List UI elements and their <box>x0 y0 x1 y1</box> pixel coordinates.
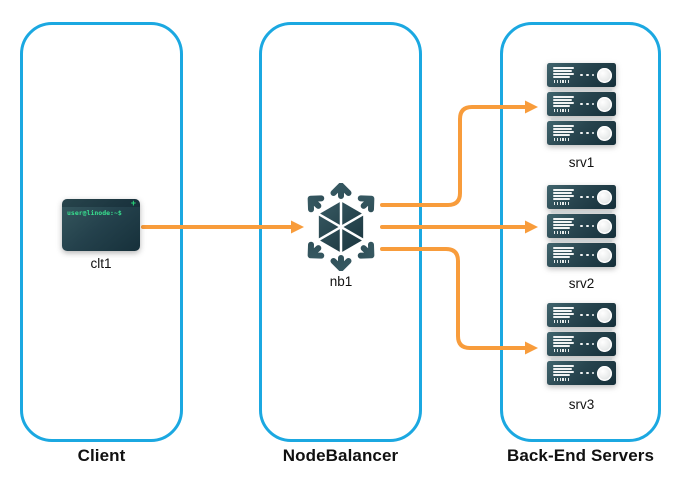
server-ticks <box>554 108 570 112</box>
server-unit <box>547 121 616 145</box>
server-leds <box>580 371 595 375</box>
server-leds <box>580 195 595 199</box>
rack-rail <box>551 239 612 242</box>
node-label-nb1: nb1 <box>329 274 353 289</box>
server-unit <box>547 303 616 327</box>
node-label-srv1: srv1 <box>568 155 595 170</box>
server-ticks <box>554 348 570 352</box>
server-vents <box>553 125 574 137</box>
server-leds <box>580 313 595 317</box>
server-unit <box>547 92 616 116</box>
server-drive-bay <box>597 125 612 141</box>
nodebalancer-icon <box>307 183 375 271</box>
server-unit <box>547 214 616 238</box>
terminal-icon: user@linode:~$ + <box>62 198 140 251</box>
group-box-nodebalancer <box>259 22 422 442</box>
node-label-clt1: clt1 <box>90 256 112 271</box>
server-vents <box>553 336 574 348</box>
group-title-client: Client <box>77 446 126 465</box>
arrowhead-nb1-srv2 <box>525 220 538 234</box>
server-ticks <box>554 230 570 234</box>
server-drive-bay <box>597 247 612 263</box>
server-unit <box>547 185 616 209</box>
server-leds <box>580 253 595 257</box>
edge-nb1-srv1 <box>380 105 528 207</box>
rack-rail <box>551 117 612 120</box>
rack-rail <box>551 357 612 360</box>
server-ticks <box>554 137 570 141</box>
server-unit <box>547 361 616 385</box>
server-vents <box>553 189 574 201</box>
terminal-prompt-text: user@linode:~$ <box>67 209 122 217</box>
server-ticks <box>554 259 570 263</box>
server-unit <box>547 243 616 267</box>
server-vents <box>553 218 574 230</box>
server-leds <box>580 102 595 106</box>
server-leds <box>580 73 595 77</box>
arrowhead-nb1-srv1 <box>525 100 538 114</box>
server-drive-bay <box>597 218 612 234</box>
server-drive-bay <box>597 189 612 205</box>
server-vents <box>553 365 574 377</box>
arrowhead-clt1-nb1 <box>291 220 304 234</box>
server-drive-bay <box>597 67 612 83</box>
server-unit <box>547 332 616 356</box>
group-box-backend-servers <box>500 22 661 442</box>
group-box-client <box>20 22 183 442</box>
server-stack-icon <box>547 185 616 267</box>
group-title-nodebalancer: NodeBalancer <box>282 446 399 465</box>
server-leds <box>580 131 595 135</box>
server-drive-bay <box>597 96 612 112</box>
server-stack-icon <box>547 303 616 385</box>
rack-rail <box>551 328 612 331</box>
server-unit <box>547 63 616 87</box>
server-stack-icon <box>547 63 616 145</box>
group-title-backend-servers: Back-End Servers <box>506 446 655 465</box>
edge-nb1-srv3 <box>380 247 528 350</box>
server-leds <box>580 224 595 228</box>
server-vents <box>553 247 574 259</box>
server-ticks <box>554 201 570 205</box>
server-vents <box>553 67 574 79</box>
rack-rail <box>551 88 612 91</box>
server-vents <box>553 307 574 319</box>
server-ticks <box>554 319 570 323</box>
server-drive-bay <box>597 365 612 381</box>
server-drive-bay <box>597 307 612 323</box>
rack-rail <box>551 210 612 213</box>
node-label-srv2: srv2 <box>568 276 595 291</box>
server-drive-bay <box>597 336 612 352</box>
arrowhead-nb1-srv3 <box>525 341 538 355</box>
node-label-srv3: srv3 <box>568 397 595 412</box>
server-ticks <box>554 377 570 381</box>
server-leds <box>580 342 595 346</box>
terminal-new-tab-icon: + <box>130 198 136 208</box>
server-vents <box>553 96 574 108</box>
server-ticks <box>554 79 570 83</box>
